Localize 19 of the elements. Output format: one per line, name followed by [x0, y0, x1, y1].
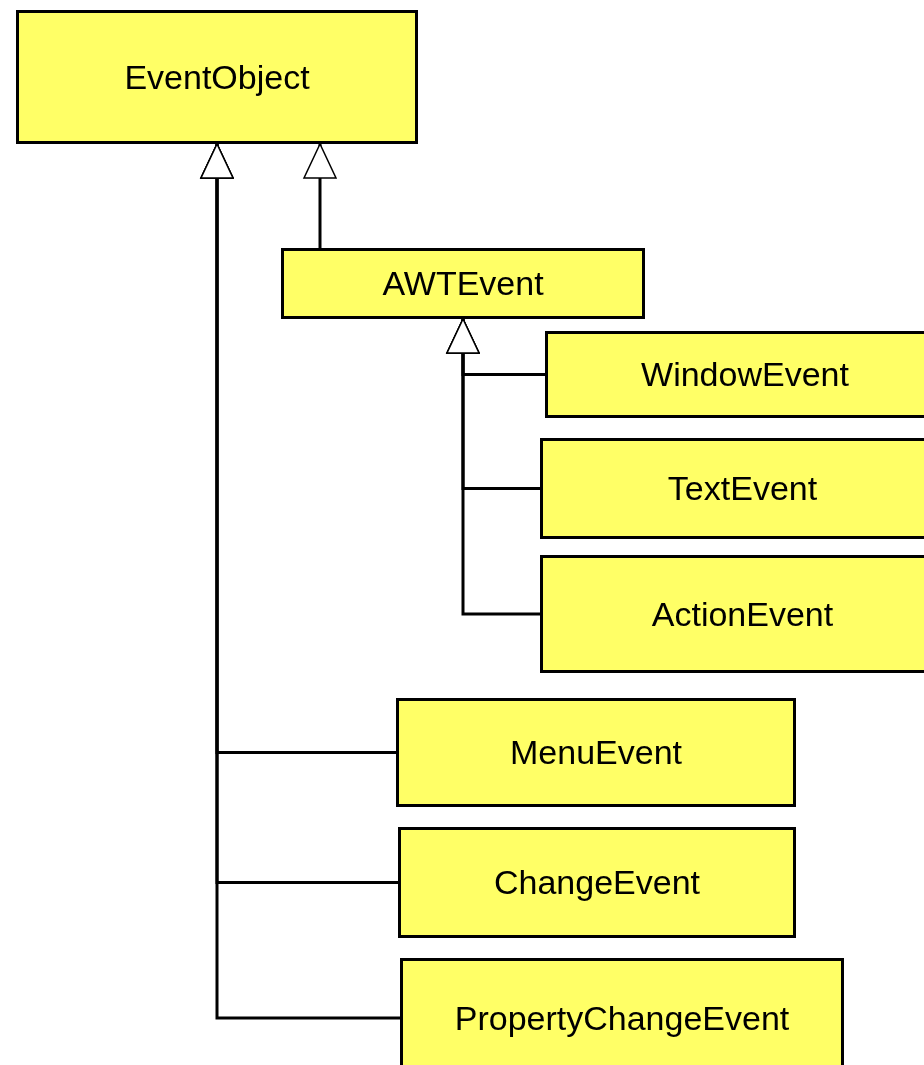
- class-name: ChangeEvent: [493, 863, 700, 902]
- class-box: [545, 331, 924, 418]
- class-name: PropertyChangeEvent: [454, 998, 790, 1038]
- class-box: [400, 958, 844, 1065]
- class-box: [16, 10, 418, 144]
- class-name: MenuEvent: [510, 733, 682, 772]
- class-name: EventObject: [124, 57, 310, 97]
- class-box: [396, 698, 796, 807]
- inheritance-arrow: [446, 318, 540, 616]
- class-name: WindowEvent: [641, 355, 849, 394]
- inheritance-arrow: [303, 143, 337, 248]
- class-name: AWTEvent: [382, 264, 544, 303]
- class-box: [281, 248, 645, 319]
- class-box: [540, 438, 924, 539]
- inheritance-arrow: [200, 143, 400, 1020]
- class-name: ActionEvent: [651, 594, 834, 634]
- class-name: TextEvent: [667, 469, 818, 508]
- class-box: [398, 827, 796, 938]
- class-box: [540, 555, 924, 673]
